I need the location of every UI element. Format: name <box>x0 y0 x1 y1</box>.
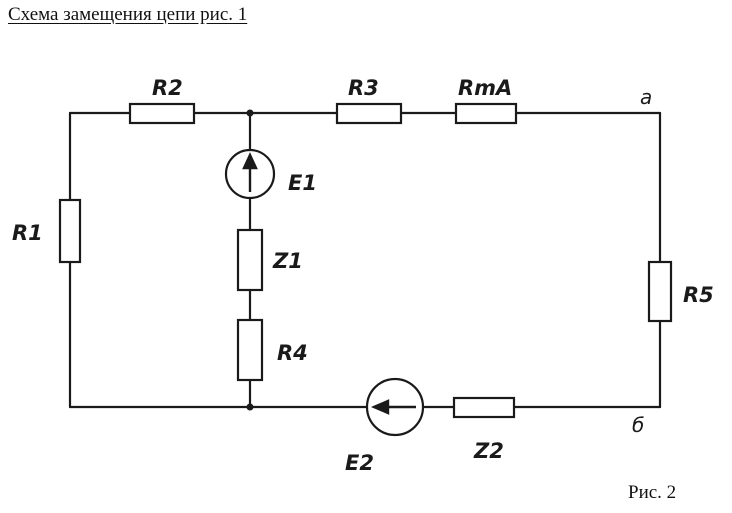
node-label-b: б <box>632 413 644 437</box>
resistor-r3 <box>335 102 403 125</box>
label-r4: R4 <box>277 341 308 365</box>
source-e1-arrow-head <box>242 152 258 170</box>
resistor-r5 <box>647 260 673 323</box>
figure-caption: Рис. 2 <box>628 482 677 503</box>
junction-dot-top <box>246 109 254 117</box>
junction-dot-bottom <box>246 403 254 411</box>
resistor-r2 <box>128 102 196 125</box>
source-e2-arrow-head <box>370 399 390 415</box>
impedance-z1 <box>236 228 264 292</box>
label-e2: E2 <box>345 451 374 475</box>
label-r5: R5 <box>683 283 714 307</box>
label-z1: Z1 <box>272 249 303 273</box>
label-e1: E1 <box>288 171 317 195</box>
impedance-z2 <box>452 396 516 419</box>
label-r1: R1 <box>12 221 43 245</box>
label-r3: R3 <box>348 76 379 100</box>
label-rma: RmA <box>458 76 512 100</box>
label-r2: R2 <box>152 76 183 100</box>
node-label-a: a <box>640 85 652 109</box>
resistor-r1 <box>58 198 82 264</box>
diagram-heading: Схема замещения цепи рис. 1 <box>8 4 248 25</box>
label-z2: Z2 <box>473 439 504 463</box>
resistor-rma <box>454 102 518 125</box>
resistor-r4 <box>236 318 264 382</box>
